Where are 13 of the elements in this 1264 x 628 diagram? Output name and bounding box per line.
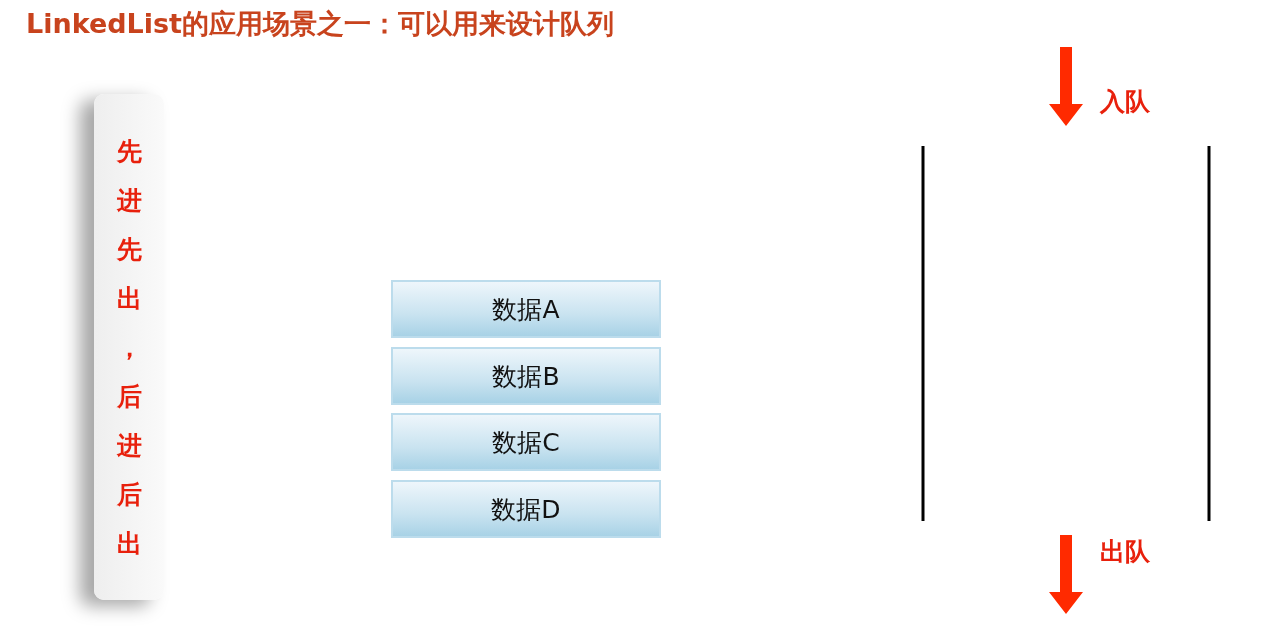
data-box — [391, 280, 661, 338]
data-label: 数据A — [492, 293, 560, 326]
queue-action-label: 出队 — [1100, 536, 1150, 568]
queue-action-label: 入队 — [1100, 86, 1150, 118]
data-label: 数据B — [492, 360, 560, 393]
title: LinkedList的应用场景之一：可以用来设计队列 — [26, 7, 614, 41]
data-box — [391, 347, 661, 405]
data-box — [391, 480, 661, 538]
data-label: 数据C — [492, 426, 560, 459]
data-box — [391, 413, 661, 471]
vertical-text: 先进先出，后进后出 — [116, 135, 142, 560]
data-label: 数据D — [491, 493, 561, 526]
side-panel — [94, 94, 164, 600]
